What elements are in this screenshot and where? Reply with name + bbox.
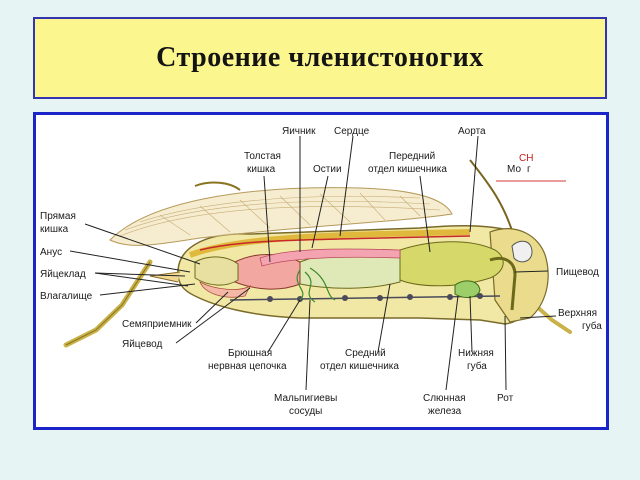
wings (109, 187, 453, 246)
ventral-nerve-cord (229, 295, 501, 301)
heart-line (199, 235, 471, 251)
title-box: Строение членистоногих (33, 17, 607, 99)
malpighian-tubules (296, 267, 336, 303)
brain (511, 240, 533, 263)
label-midgut-1: Средний (345, 348, 386, 359)
label-foregut-2: отдел кишечника (368, 164, 447, 175)
rectum (194, 256, 239, 286)
label-aorta: Аорта (458, 126, 486, 137)
label-colon-1: Толстая (244, 151, 281, 162)
label-esophagus: Пищевод (556, 267, 599, 278)
labels: Яичник Сердце Аорта Толстая кишка Остии … (40, 126, 602, 417)
label-spermatheca: Семяприемник (122, 319, 192, 330)
label-heart: Сердце (334, 126, 370, 137)
label-ovipositor: Яйцеклад (40, 269, 86, 280)
front-leg (533, 303, 572, 334)
label-midgut-2: отдел кишечника (320, 361, 399, 372)
label-brain-suffix: г (527, 164, 531, 175)
insect-illustration (63, 159, 572, 348)
label-brain-overlay: СН (519, 153, 533, 164)
label-rectum-2: кишка (40, 224, 69, 235)
label-upper-lip-2: губа (582, 320, 602, 332)
label-ostia: Остии (313, 164, 342, 175)
label-nerve-cord-1: Брюшная (228, 348, 272, 359)
label-lower-lip-1: Нижняя (458, 348, 494, 359)
label-malpighian-2: сосуды (289, 406, 322, 417)
label-rectum-1: Прямая (40, 211, 76, 222)
label-upper-lip-1: Верхняя (558, 308, 597, 319)
slide-title: Строение членистоногих (156, 42, 484, 73)
label-oviduct: Яйцевод (122, 339, 163, 350)
hind-leg-outline (65, 261, 151, 346)
hind-femur (194, 181, 241, 191)
label-foregut-1: Передний (389, 151, 435, 162)
wing-veins (119, 192, 441, 237)
ovary (259, 248, 401, 267)
dorsal-vessel (188, 229, 471, 258)
label-malpighian-1: Мальпигиевы (274, 393, 337, 404)
label-ovary: Яичник (282, 126, 316, 137)
label-salivary-1: Слюнная (423, 393, 466, 404)
spermatheca (199, 281, 251, 298)
salivary-gland (454, 280, 481, 298)
label-brain-prefix: Мо (507, 164, 521, 175)
label-salivary-2: железа (428, 406, 462, 417)
label-anus: Анус (40, 247, 62, 258)
foregut (399, 241, 504, 287)
label-colon-2: кишка (247, 164, 276, 175)
label-mouth: Рот (497, 393, 514, 404)
esophagus (489, 256, 517, 311)
leader-lines (69, 135, 566, 391)
label-vagina: Влагалище (40, 291, 93, 302)
label-lower-lip-2: губа (467, 360, 487, 372)
label-nerve-cord-2: нервная цепочка (208, 361, 287, 372)
ovipositor (149, 271, 181, 283)
